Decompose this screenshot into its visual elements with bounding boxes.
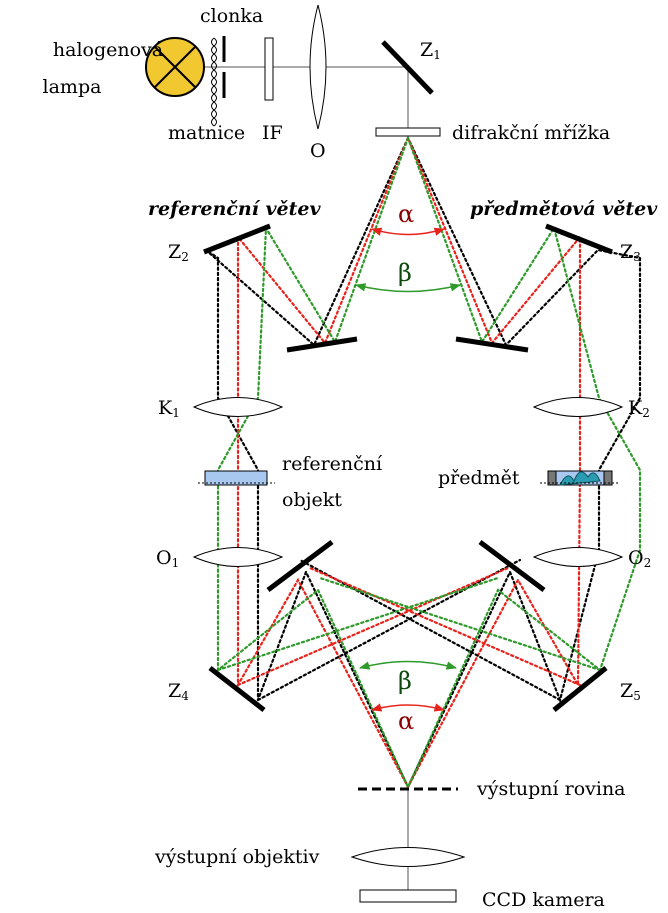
mirror-reference-fold [286,336,358,353]
diffuser-label: matnice [168,122,245,144]
diffuser-icon [211,37,217,127]
lens-label-o1: O1 [156,547,179,570]
mirror-label-z5: Z5 [620,680,641,703]
reference-object-label-line1: referenční [282,453,383,475]
reference-object-label-line2: objekt [282,489,342,511]
output-objective-icon [350,847,466,867]
alpha-label-upper: α [398,200,414,228]
ccd-camera-icon [359,889,457,903]
mirror-label-z4: Z4 [168,680,189,703]
lens-k2 [532,397,624,417]
beta-arc-lower [358,660,458,670]
output-objective-label: výstupní objektiv [154,846,320,868]
mirror-z5 [552,666,608,712]
reference-object-icon [198,470,275,486]
lens-label-o2: O2 [628,547,651,570]
svg-text:Z2: Z2 [168,241,189,264]
mirror-label-z1: Z1 [420,39,441,62]
mirror-z2 [203,223,271,255]
ccd-camera-label: CCD kamera [482,889,605,911]
beta-label-lower: β [398,667,412,695]
aperture-label: clonka [200,5,263,27]
lens-k1 [192,397,284,417]
lamp-label-line2: lampa [43,76,102,98]
alpha-arc-lower [370,703,446,712]
mirror-z4 [208,666,266,712]
alpha-label-lower: α [398,707,414,735]
lens-label-k2: K2 [628,397,650,420]
lens-o1 [192,547,284,567]
sample-object-icon [540,470,618,486]
mirror-reference-lower [266,540,334,592]
object-branch-label: předmětová větev [470,198,658,220]
object-label: předmět [438,467,520,489]
objective-label: O [310,140,326,162]
beta-arc-upper [354,283,462,293]
grating-label: difrakční mřížka [452,122,610,144]
reference-branch-label: referenční větev [148,198,321,220]
beta-label-upper: β [398,259,412,287]
mirror-object-lower [478,540,546,592]
svg-text:Z1: Z1 [420,39,441,62]
alpha-arc-upper [370,227,446,236]
diffraction-grating-icon [375,127,441,137]
svg-text:Z5: Z5 [620,680,641,703]
filter-label: IF [262,122,283,144]
mirror-object-fold [455,336,529,353]
halogen-lamp-icon [145,37,205,97]
lamp-label-line1: halogenová [53,39,163,61]
svg-text:Z4: Z4 [168,680,189,703]
lens-label-k1: K1 [158,397,180,420]
mirror-z1 [381,40,434,95]
svg-text:O2: O2 [628,547,651,570]
svg-text:K1: K1 [158,397,180,420]
mirror-label-z3: Z3 [620,241,641,264]
lens-o2 [532,547,624,567]
svg-text:K2: K2 [628,397,650,420]
interference-filter-icon [264,37,274,101]
collimating-objective-icon [309,4,327,130]
output-plane-label: výstupní rovina [476,778,626,800]
svg-text:Z3: Z3 [620,241,641,264]
svg-text:O1: O1 [156,547,179,570]
mirror-label-z2: Z2 [168,241,189,264]
mirror-z3 [545,223,613,255]
